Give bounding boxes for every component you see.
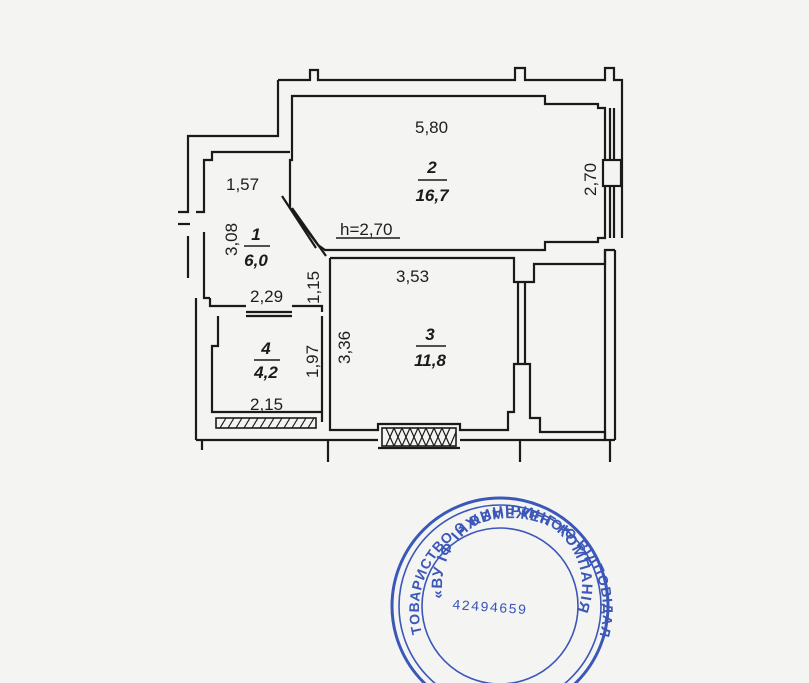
room2-number: 2 [426,158,437,177]
stamp-inner-text: «ВУ ІФ ІНЖИНІРИНГ КОМПАНІЯ» [0,0,594,616]
room4-height-dim: 1,97 [303,345,322,378]
stamp-code: 42494659 [451,598,527,619]
stamp-inner-ring [421,527,579,683]
diagonal-wall-2 [291,207,327,257]
corridor-height-dim: 1,15 [304,271,323,304]
room-3-label: 3,53 3,36 3 11,8 [335,267,446,370]
room4-area: 4,2 [253,363,278,382]
company-stamp: ТОВАРИСТВО З ОБМЕЖЕНОЮ ВІДПОВІДАЛЬНІСТЮ … [0,0,615,683]
outer-wall-top [178,80,280,214]
room3-height-dim: 3,36 [335,331,354,364]
room4-wall [210,316,322,414]
room4-top-wall-2 [292,304,324,312]
room4-top-wall [208,298,246,308]
room1-width-dim: 1,57 [226,175,259,194]
room-2-label: 5,80 2 16,7 2,70 h=2,70 [340,118,600,239]
stamp-outer-ring [390,496,610,683]
room2-width-dim: 5,80 [415,118,448,137]
room1-number: 1 [251,225,260,244]
window-right-mullion [601,158,623,188]
walls [178,66,624,462]
room4-number: 4 [260,339,271,358]
room1-wall [196,150,290,214]
room2-height-dim: 2,70 [581,163,600,196]
room3-number: 3 [425,325,435,344]
room3-area: 11,8 [414,351,446,370]
room1-bottom-wall [202,278,210,300]
hatch-bottom-left [215,417,317,429]
outer-wall-top-2 [278,66,624,108]
room1-area: 6,0 [244,251,268,270]
room3-wall [328,258,615,442]
diagonal-wall [281,195,317,249]
ceiling-height: h=2,70 [340,220,392,239]
room-4-label: 4 4,2 1,97 2,15 [250,339,322,414]
room3-width-dim: 3,53 [396,267,429,286]
room-1-label: 1,57 3,08 1 6,0 [222,175,270,270]
room2-area: 16,7 [415,186,450,205]
corridor-width-dim: 2,29 [250,287,283,306]
room3-top-wall [330,248,615,284]
room1-height-dim: 3,08 [222,223,241,256]
stamp-outer-ring-2 [398,504,602,683]
room4-width-dim: 2,15 [250,395,283,414]
room2-inner-wall [288,94,607,252]
hatch-bottom-center [381,427,457,447]
